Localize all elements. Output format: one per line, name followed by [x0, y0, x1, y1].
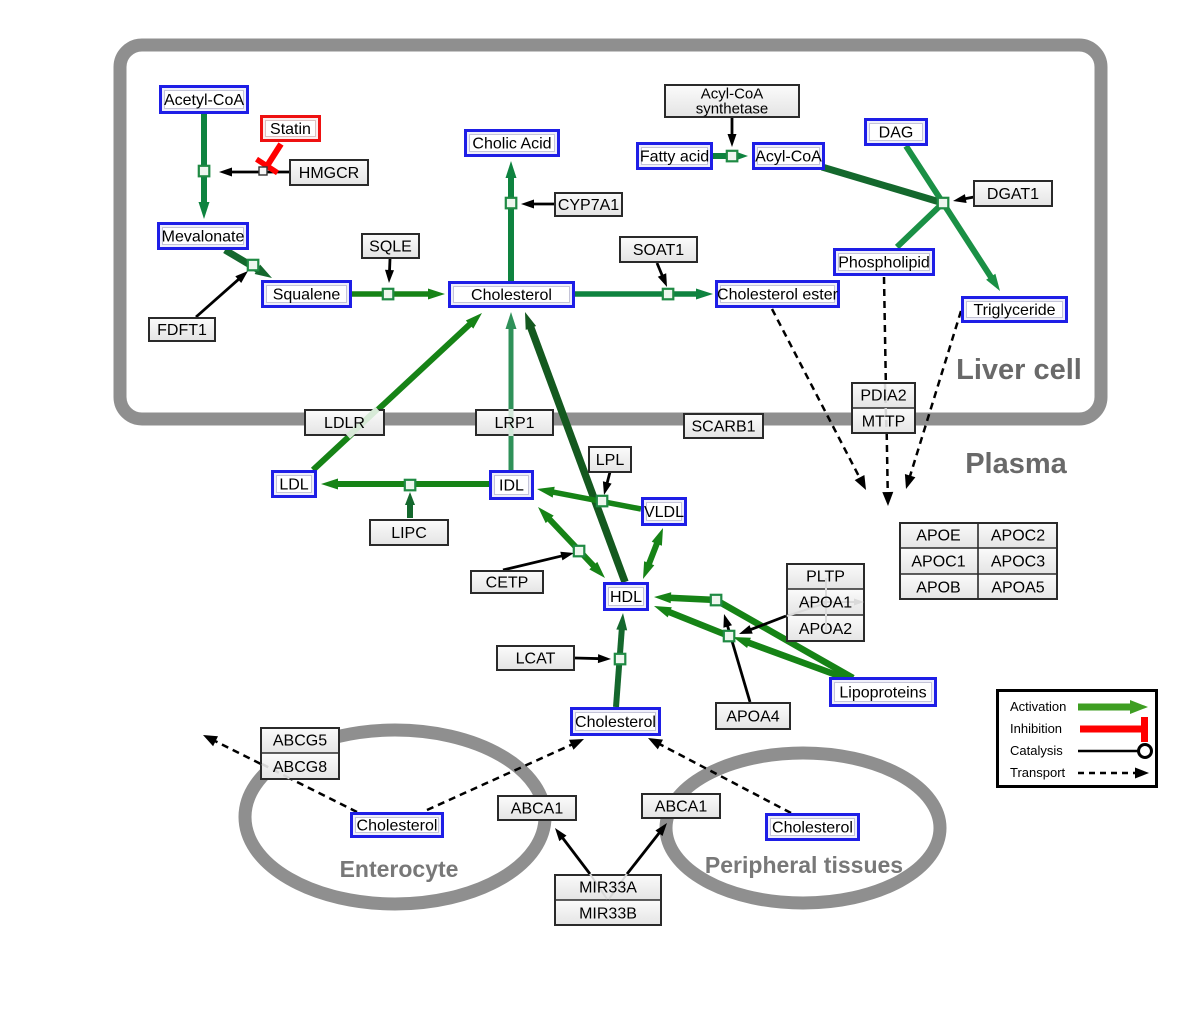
svg-text:Liver cell: Liver cell: [956, 354, 1082, 386]
svg-text:LCAT: LCAT: [516, 651, 556, 668]
svg-text:Acyl-CoA: Acyl-CoA: [755, 149, 822, 166]
svg-text:Statin: Statin: [270, 121, 311, 138]
svg-text:Triglyceride: Triglyceride: [973, 302, 1055, 319]
svg-text:Cholesterol: Cholesterol: [471, 287, 552, 304]
svg-text:ABCA1: ABCA1: [511, 801, 564, 818]
svg-text:APOA4: APOA4: [726, 709, 779, 726]
svg-text:HMGCR: HMGCR: [299, 165, 359, 182]
svg-text:Lipoproteins: Lipoproteins: [839, 685, 926, 702]
svg-text:ABCG5: ABCG5: [273, 733, 327, 750]
svg-text:SOAT1: SOAT1: [633, 242, 684, 259]
svg-text:Phospholipid: Phospholipid: [838, 255, 930, 272]
svg-text:Cholesterol: Cholesterol: [772, 820, 853, 837]
svg-text:Cholesterol: Cholesterol: [357, 818, 438, 835]
svg-text:Transport: Transport: [1010, 765, 1066, 780]
svg-text:APOB: APOB: [916, 580, 960, 597]
svg-text:APOC1: APOC1: [911, 554, 965, 571]
svg-text:Acetyl-CoA: Acetyl-CoA: [164, 92, 244, 109]
svg-text:Inhibition: Inhibition: [1010, 721, 1062, 736]
svg-text:APOC3: APOC3: [991, 554, 1045, 571]
svg-text:Peripheral tissues: Peripheral tissues: [705, 852, 903, 878]
svg-text:Cholesterol: Cholesterol: [575, 714, 656, 731]
svg-text:Cholic Acid: Cholic Acid: [472, 136, 551, 153]
svg-text:Mevalonate: Mevalonate: [162, 229, 245, 246]
svg-text:LPL: LPL: [596, 452, 625, 469]
svg-text:Activation: Activation: [1010, 699, 1066, 714]
svg-text:Catalysis: Catalysis: [1010, 743, 1063, 758]
svg-text:APOA5: APOA5: [991, 580, 1044, 597]
svg-text:Fatty acid: Fatty acid: [640, 149, 709, 166]
svg-text:APOA1: APOA1: [799, 595, 852, 612]
svg-text:Enterocyte: Enterocyte: [340, 856, 459, 882]
svg-text:DAG: DAG: [879, 125, 914, 142]
svg-text:CETP: CETP: [486, 575, 529, 592]
svg-text:APOE: APOE: [916, 528, 960, 545]
svg-text:DGAT1: DGAT1: [987, 186, 1039, 203]
svg-text:CYP7A1: CYP7A1: [558, 197, 619, 214]
svg-text:LIPC: LIPC: [391, 525, 427, 542]
svg-text:SQLE: SQLE: [369, 239, 412, 256]
svg-text:LDLR: LDLR: [324, 415, 365, 432]
svg-text:ABCA1: ABCA1: [655, 799, 708, 816]
svg-text:Plasma: Plasma: [965, 448, 1067, 480]
svg-text:LRP1: LRP1: [494, 415, 534, 432]
svg-text:MIR33B: MIR33B: [579, 906, 637, 923]
svg-text:ABCG8: ABCG8: [273, 759, 327, 776]
svg-text:PLTP: PLTP: [806, 569, 845, 586]
svg-text:Cholesterol ester: Cholesterol ester: [717, 287, 839, 304]
svg-text:Squalene: Squalene: [273, 287, 341, 304]
svg-text:VLDL: VLDL: [644, 504, 684, 521]
svg-text:APOC2: APOC2: [991, 528, 1045, 545]
svg-text:Acyl-CoA: Acyl-CoA: [701, 86, 764, 103]
svg-text:IDL: IDL: [499, 478, 524, 495]
svg-text:HDL: HDL: [610, 589, 642, 606]
svg-text:SCARB1: SCARB1: [691, 419, 755, 436]
svg-text:synthetase: synthetase: [696, 101, 769, 118]
svg-text:PDIA2: PDIA2: [860, 388, 906, 405]
svg-text:FDFT1: FDFT1: [157, 322, 207, 339]
svg-text:MTTP: MTTP: [862, 414, 906, 431]
svg-text:LDL: LDL: [279, 477, 308, 494]
svg-text:MIR33A: MIR33A: [579, 880, 637, 897]
